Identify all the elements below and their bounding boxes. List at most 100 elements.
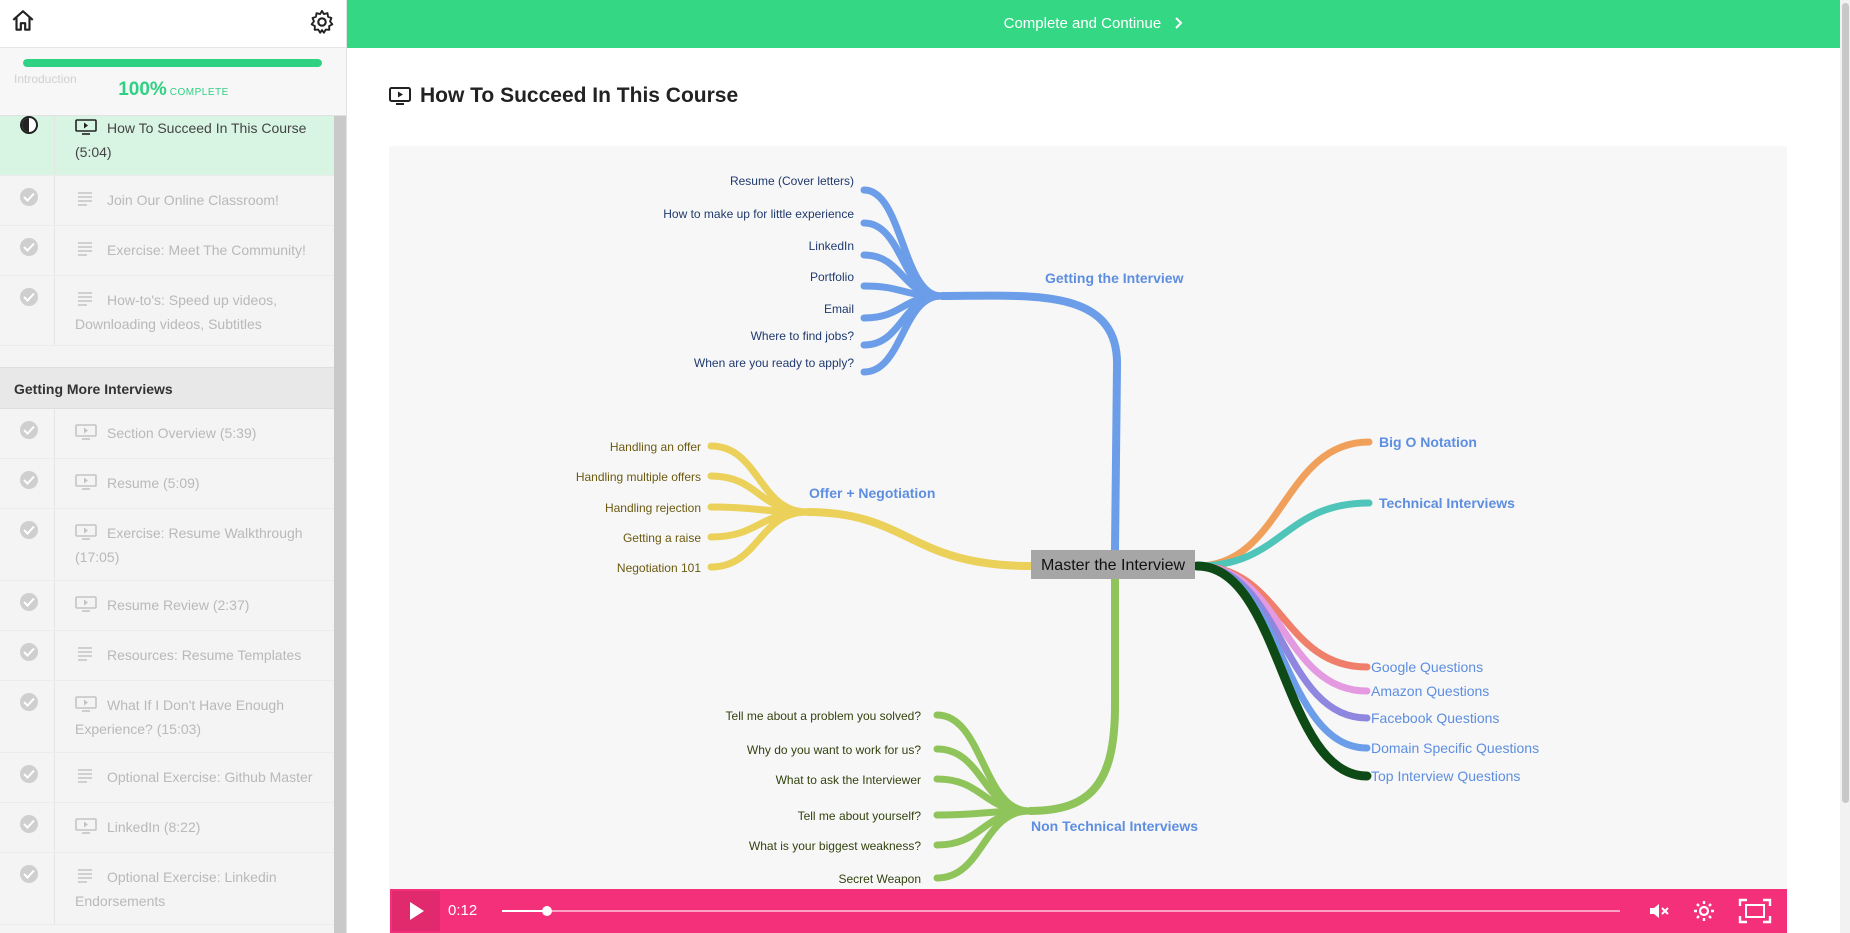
completed-check-icon [20,238,38,256]
mind-map-label: Portfolio [810,270,854,284]
center-node-label: Master the Interview [1041,557,1186,574]
lesson-item[interactable]: Exercise: Resume Walkthrough (17:05) [0,509,334,581]
fullscreen-icon[interactable] [1738,898,1772,924]
progress-percent: 100% [118,79,167,100]
lesson-text: Exercise: Resume Walkthrough (17:05) [0,509,334,569]
home-icon[interactable] [10,8,36,34]
lesson-divider [54,116,55,175]
mind-map-branch [1193,562,1371,722]
text-lesson-icon [75,645,97,661]
completed-check-icon [20,765,38,783]
lesson-item[interactable]: Resume Review (2:37) [0,581,334,631]
lesson-divider [54,853,55,924]
center-node-box [1031,550,1195,579]
lesson-item[interactable]: How To Succeed In This Course (5:04) [0,116,334,176]
mind-map-label: Handling an offer [610,440,701,454]
lesson-text: Resources: Resume Templates [0,631,334,667]
lesson-item[interactable]: How-to's: Speed up videos, Downloading v… [0,276,334,346]
current-time: 0:12 [448,902,478,919]
lesson-item[interactable]: Section Overview (5:39) [0,409,334,459]
video-lesson-icon [75,423,97,440]
mind-map-branch [1192,561,1372,781]
lesson-item[interactable]: Resume (5:09) [0,459,334,509]
lesson-title: Optional Exercise: Linkedin Endorsements [75,869,277,909]
sidebar-scrollbar[interactable] [334,116,346,933]
lesson-text: Resume (5:09) [0,459,334,495]
lesson-text: Join Our Online Classroom! [0,176,334,212]
section-title-ghost: Introduction [14,72,77,86]
seek-handle[interactable] [541,906,552,916]
mind-map-slide: Resume (Cover letters) How to make up for… [576,174,1539,886]
mind-map-label: Secret Weapon [839,872,922,886]
text-lesson-icon [75,190,97,206]
player-controls: 0:12 [390,889,1787,933]
page-title: How To Succeed In This Course [420,84,739,107]
section-header[interactable]: Getting More Interviews [0,367,334,409]
mind-map-label: Where to find jobs? [751,329,855,343]
lesson-title: Resume Review (2:37) [107,597,250,613]
lesson-text: What If I Don't Have Enough Experience? … [0,681,334,741]
progress-label: 100%COMPLETE [0,79,346,101]
lesson-item[interactable]: Optional Exercise: Linkedin Endorsements [0,853,334,925]
lesson-title: Resources: Resume Templates [107,647,302,663]
mute-icon[interactable] [1645,898,1673,924]
lesson-text: Resume Review (2:37) [0,581,334,617]
lesson-title: What If I Don't Have Enough Experience? … [75,697,284,737]
mind-map-branch [940,291,1122,551]
lecture-main: Complete and Continue How To Succeed In … [347,0,1850,933]
seek-bar[interactable] [502,906,1620,916]
lesson-divider [54,631,55,680]
mind-map-label: Offer + Negotiation [809,485,935,501]
page-scrollbar-thumb[interactable] [1842,3,1849,803]
mind-map-label: What to ask the Interviewer [776,773,921,787]
lesson-divider [54,509,55,580]
lesson-divider [54,409,55,458]
video-lesson-icon [389,87,411,105]
completed-check-icon [20,593,38,611]
lesson-item[interactable]: LinkedIn (8:22) [0,803,334,853]
mind-map-branch [1028,579,1119,815]
lesson-divider [54,176,55,225]
lesson-item[interactable]: Optional Exercise: Github Master [0,753,334,803]
mind-map-branch [1193,499,1373,570]
mind-map-label: LinkedIn [809,239,854,253]
lesson-title: Optional Exercise: Github Master [107,769,313,785]
mind-map-label: Amazon Questions [1371,683,1489,699]
lesson-divider [54,459,55,508]
lesson-title: Exercise: Resume Walkthrough (17:05) [75,525,303,565]
gear-icon[interactable] [308,8,336,36]
video-player[interactable]: Resume (Cover letters) How to make up for… [389,146,1787,933]
complete-and-continue-button[interactable]: Complete and Continue [347,0,1840,48]
settings-gear-icon[interactable] [1690,898,1718,924]
lesson-item[interactable]: Join Our Online Classroom! [0,176,334,226]
lesson-item[interactable]: Resources: Resume Templates [0,631,334,681]
lesson-title: How-to's: Speed up videos, Downloading v… [75,292,277,332]
play-icon [410,902,424,920]
mind-map-label: Resume (Cover letters) [730,174,854,188]
mind-map-label: How to make up for little experience [663,207,854,221]
mind-map-label: Getting the Interview [1045,270,1184,286]
section-spacer [0,346,334,367]
progress-complete-word: COMPLETE [169,87,229,98]
mind-map-label: Handling multiple offers [576,470,701,484]
lesson-divider [54,226,55,275]
mind-map-label: Facebook Questions [1371,710,1499,726]
lesson-text: How To Succeed In This Course (5:04) [0,116,334,164]
video-lesson-icon [75,523,97,540]
mind-map-label: Handling rejection [605,501,701,515]
lesson-divider [54,276,55,345]
lesson-item[interactable]: Exercise: Meet The Community! [0,226,334,276]
course-sidebar: Introduction 100%COMPLETE How To Succeed… [0,0,347,933]
lesson-item[interactable]: What If I Don't Have Enough Experience? … [0,681,334,753]
complete-and-continue-label: Complete and Continue [1003,15,1162,32]
completed-check-icon [20,188,38,206]
play-button[interactable] [392,891,440,931]
progress-bar [23,59,322,67]
video-lesson-icon [75,695,97,712]
mind-map-label: What is your biggest weakness? [749,839,921,853]
mind-map-branch [707,508,811,571]
mind-map-branch [933,807,1033,882]
lesson-text: LinkedIn (8:22) [0,803,334,839]
mind-map-label: Tell me about a problem you solved? [726,709,922,723]
